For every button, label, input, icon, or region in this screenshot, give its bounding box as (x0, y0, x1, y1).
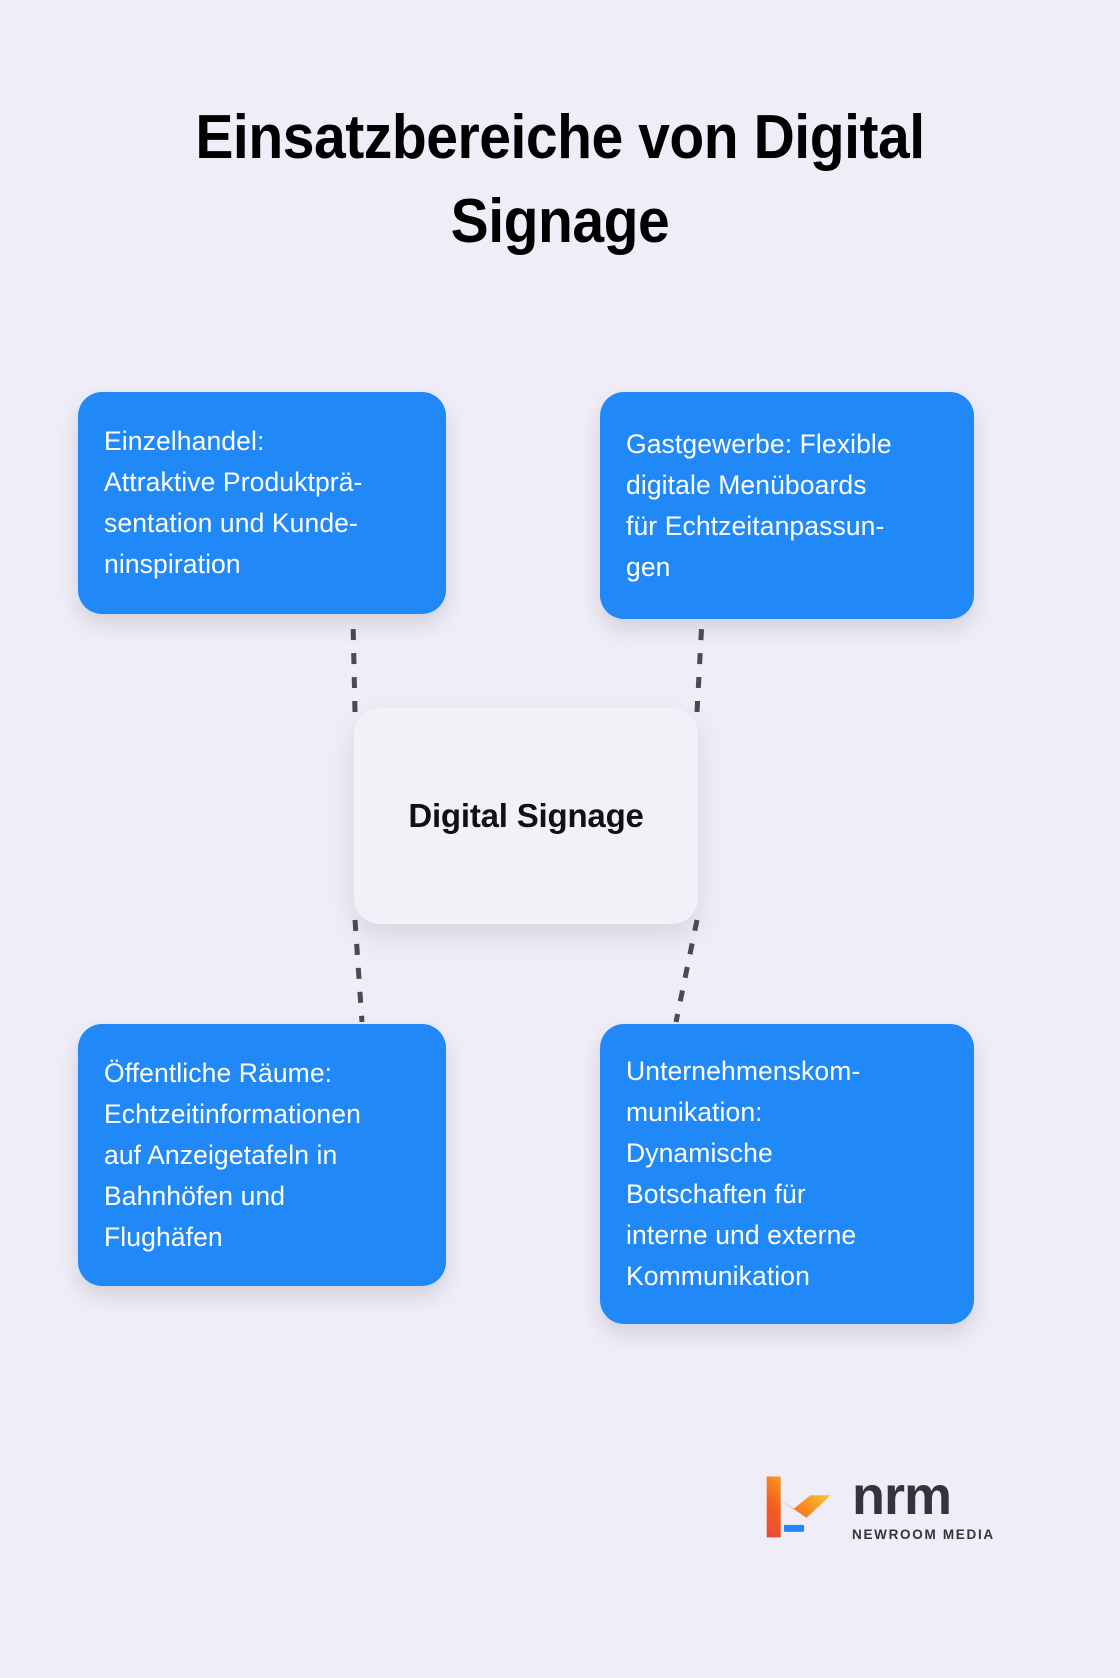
connector-bottom-right (673, 919, 700, 1023)
center-node-digital-signage[interactable]: Digital Signage (354, 708, 698, 924)
node-card-gastgewerbe[interactable]: Gastgewerbe: Flexible digitale Menüboard… (600, 392, 974, 619)
logo-name: nrm (852, 1465, 952, 1526)
page-title: Einsatzbereiche von Digital Signage (195, 103, 925, 256)
newroom-media-logo-icon (766, 1476, 831, 1538)
logo-tagline: NEWROOM MEDIA (852, 1526, 995, 1542)
connector-bottom-left (352, 919, 365, 1023)
node-card-label: Gastgewerbe: Flexible digitale Menüboard… (626, 428, 892, 582)
node-card-einzelhandel[interactable]: Einzelhandel: Attraktive Produktprä- sen… (78, 392, 446, 614)
node-card-label: Öffentliche Räume: Echtzeitinformationen… (104, 1057, 361, 1252)
node-card-label: Unternehmenskom- munikation: Dynamische … (626, 1056, 861, 1291)
node-card-oeffentliche-raeume[interactable]: Öffentliche Räume: Echtzeitinformationen… (78, 1024, 446, 1286)
connector-top-left (350, 619, 358, 713)
node-card-label: Einzelhandel: Attraktive Produktprä- sen… (104, 426, 363, 579)
node-card-unternehmenskommunikation[interactable]: Unternehmenskom- munikation: Dynamische … (600, 1024, 974, 1324)
center-node-label: Digital Signage (408, 797, 644, 834)
logo-wordmark: nrm NEWROOM MEDIA (852, 1469, 995, 1544)
connector-top-right (694, 619, 705, 713)
brand-logo: nrm NEWROOM MEDIA (762, 1448, 1002, 1558)
